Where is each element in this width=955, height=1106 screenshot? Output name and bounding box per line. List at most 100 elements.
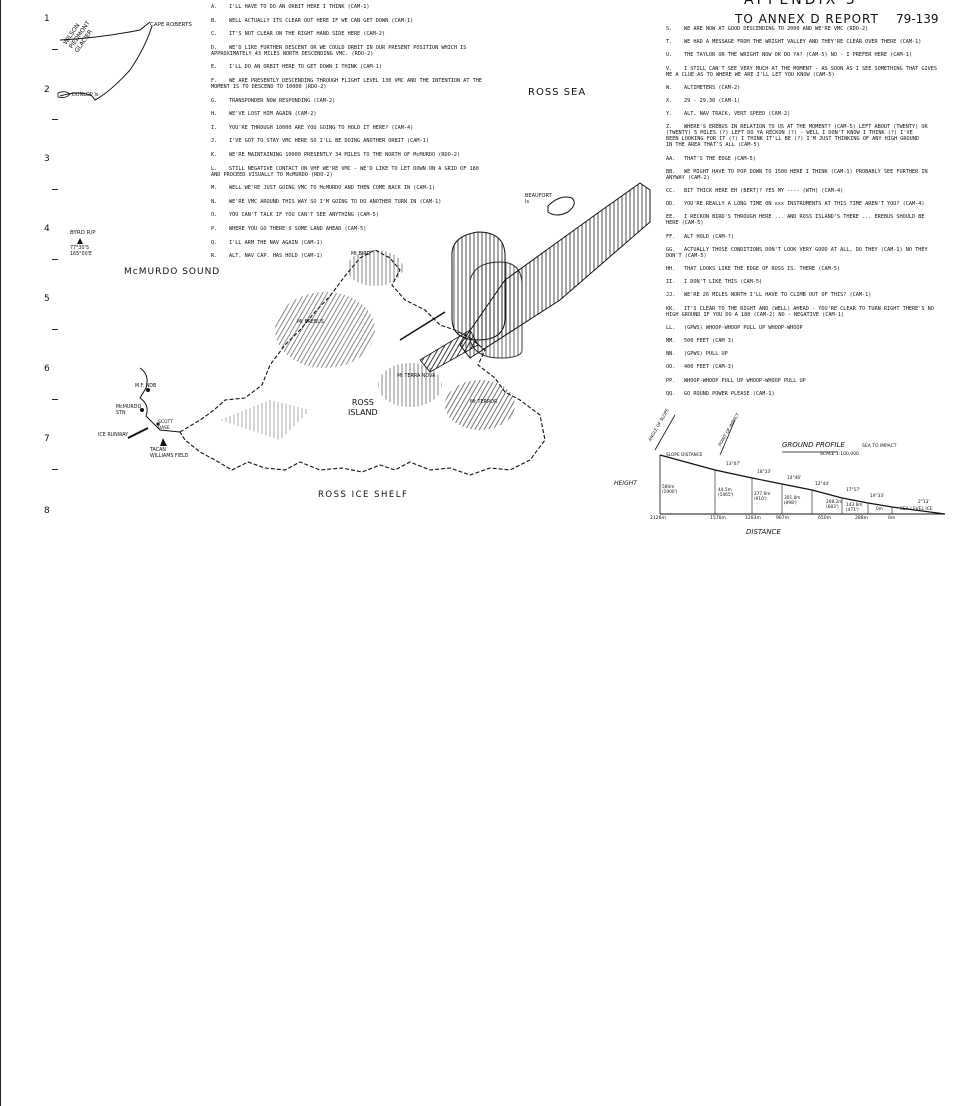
- transcript-text: WE MIGHT HAVE TO POP DOWN TO 1500 HERE I…: [666, 168, 928, 181]
- grid-number: 1: [44, 14, 50, 24]
- transcript-key: DD.: [666, 201, 676, 208]
- grid-number: 2: [44, 85, 50, 95]
- transcript-key: BB.: [666, 168, 676, 175]
- transcript-line: W.ALTIMETERS (CAM-2): [666, 85, 740, 91]
- terra-nova-hatching: [378, 363, 442, 407]
- profile-scale: SCALE 1:100,000: [820, 452, 859, 457]
- transcript-key: P.: [211, 226, 218, 232]
- transcript-key: J.: [211, 138, 218, 145]
- transcript-text: YOU CAN'T TALK IF YOU CAN'T SEE ANYTHING…: [229, 212, 379, 219]
- grid-tick: [52, 469, 58, 470]
- transcript-line: PP.WHOOP-WHOOP PULL UP WHOOP-WHOOP PULL …: [666, 378, 806, 384]
- transcript-line: EE.I RECKON BIRD'S THROUGH HERE ... AND …: [666, 214, 924, 226]
- transcript-key: V.: [666, 65, 673, 72]
- transcript-text: YOU'RE THROUGH 10000 ARE YOU GOING TO HO…: [229, 124, 414, 131]
- transcript-key: I.: [211, 124, 218, 131]
- label-mt-erebus: Mt EREBUS: [297, 320, 324, 325]
- transcript-key: G.: [211, 97, 218, 104]
- transcript-key: EE.: [666, 214, 676, 221]
- transcript-line: AA.THAT'S THE EDGE (CAM-5): [666, 156, 756, 162]
- transcript-line: V.I STILL CAN'T SEE VERY MUCH AT THE MOM…: [666, 66, 937, 78]
- transcript-key: FF.: [666, 233, 676, 240]
- transcript-text: WE'RE VMC AROUND THIS WAY SO I'M GOING T…: [229, 198, 442, 205]
- transcript-line: H.WE'VE LOST HIM AGAIN (CAM-2): [211, 111, 316, 117]
- transcript-key: X.: [666, 98, 673, 104]
- transcript-text: STILL NEGATIVE CONTACT ON VHF WE'RE VMC …: [211, 165, 479, 178]
- label-beaufort: BEAUFORT Is: [525, 193, 552, 205]
- label-mcmurdo-stn: McMURDO STN: [116, 405, 142, 416]
- profile-sea-level: SEA LEVEL ICE: [900, 507, 933, 512]
- transcript-text: WE'D LIKE FURTHER DESCENT OR WE COULD OR…: [211, 44, 467, 57]
- profile-slope-angle: 13°07': [726, 462, 741, 467]
- transcript-key: L.: [211, 165, 218, 172]
- transcript-text: WE ARE NOW AT GOOD DESCENDING TO 2000 AN…: [684, 26, 869, 32]
- dunlop-island: [57, 91, 71, 98]
- transcript-text: I DON'T LIKE THIS (CAM-5): [684, 279, 763, 286]
- transcript-line: MM. 500 FEET (CAM 3): [666, 338, 734, 344]
- transcript-text: IT'S CLEAR TO THE RIGHT AND (WELL) AHEAD…: [666, 305, 934, 318]
- transcript-key: Q.: [211, 239, 218, 246]
- transcript-line: E.I'LL DO AN ORBIT HERE TO GET DOWN I TH…: [211, 64, 382, 70]
- profile-angle-arrow: [654, 414, 676, 451]
- profile-height: 208.2m (683'): [826, 500, 843, 510]
- appendix-title: APPENDIX 3: [744, 0, 858, 8]
- profile-subtitle: SEA TO IMPACT: [862, 444, 897, 449]
- profile-slope-angle: 2°13': [918, 500, 930, 505]
- transcript-text: WE'VE LOST HIM AGAIN (CAM-2): [229, 111, 317, 118]
- mf-ndb-marker: [146, 388, 150, 392]
- transcript-text: THAT LOOKS LIKE THE EDGE OF ROSS IS. THE…: [684, 266, 841, 272]
- terror-hatching: [445, 380, 515, 430]
- profile-distance: 288m: [855, 516, 868, 521]
- transcript-key: A.: [211, 4, 218, 10]
- label-ross-sea: ROSS SEA: [528, 87, 587, 98]
- transcript-key: PP.: [666, 377, 676, 384]
- transcript-text: YOU'RE REALLY A LONG TIME ON xxx INSTRUM…: [684, 201, 925, 208]
- transcript-line: I. YOU'RE THROUGH 10000 ARE YOU GOING TO …: [211, 125, 413, 131]
- transcript-line: N. WE'RE VMC AROUND THIS WAY SO I'M GOING…: [211, 199, 441, 205]
- transcript-line: NN.(GPWS) PULL UP: [666, 351, 728, 357]
- grid-tick: [52, 329, 58, 330]
- grid-number: 3: [44, 154, 50, 164]
- profile-slope-angle: 18°33': [757, 470, 772, 475]
- scott-base-marker: [156, 422, 160, 426]
- map-drawing: [57, 21, 946, 515]
- transcript-text: I STILL CAN'T SEE VERY MUCH AT THE MOMEN…: [666, 65, 937, 78]
- transcript-key: MM.: [666, 338, 676, 344]
- transcript-key: Z.: [666, 124, 673, 131]
- grid-tick: [52, 49, 58, 50]
- coastline-mcmurdo: [139, 367, 181, 433]
- ice-runway-line: [127, 427, 149, 439]
- profile-distance: 0m: [888, 516, 896, 521]
- label-ice-runway: ICE RUNWAY: [98, 433, 129, 438]
- transcript-line: C.IT'S NOT CLEAR ON THE RIGHT HAND SIDE …: [211, 31, 385, 37]
- transcript-line: LL.(GPWS) WHOOP-WHOOP PULL UP WHOOP-WHOO…: [666, 325, 803, 331]
- transcript-text: WE HAD A MESSAGE FROM THE WRIGHT VALLEY …: [684, 39, 922, 46]
- transcript-line: II.I DON'T LIKE THIS (CAM-5): [666, 279, 762, 285]
- transcript-key: K.: [211, 152, 218, 158]
- transcript-text: GO ROUND POWER PLEASE (CAM-1): [684, 390, 775, 397]
- transcript-text: 500 FEET (CAM 3): [684, 338, 734, 344]
- profile-impact-arrow: [719, 419, 736, 456]
- transcript-line: JJ.WE'RE 26 MILES NORTH I'LL HAVE TO CLI…: [666, 292, 871, 298]
- flight-descent-track: [419, 329, 479, 373]
- transcript-key: T.: [666, 39, 673, 46]
- transcript-line: R.ALT. NAV CAP. HAS HOLD (CAM-1): [211, 253, 323, 259]
- grid-tick: [52, 399, 58, 400]
- transcript-key: N.: [211, 198, 218, 205]
- transcript-line: D.WE'D LIKE FURTHER DESCENT OR WE COULD …: [211, 45, 466, 57]
- mcmurdo-marker: [140, 408, 144, 412]
- transcript-text: WE'RE MAINTAINING 10000 PRESENTLY 34 MIL…: [229, 152, 461, 158]
- profile-distance: 967m: [776, 516, 789, 521]
- transcript-text: WHERE YOU GO THERE'S SOME LAND AHEAD (CA…: [229, 226, 367, 232]
- transcript-key: NN.: [666, 351, 676, 358]
- transcript-text: BIT THICK HERE EH (BERT)? YES MY ---- (W…: [684, 188, 844, 194]
- transcript-key: OO.: [666, 364, 676, 371]
- transcript-line: M.WELL WE'RE JUST GOING VMC TO McMURDO A…: [211, 185, 435, 191]
- transcript-text: I'VE GOT TO STAY VMC HERE SO I'LL BE DOI…: [229, 138, 429, 145]
- transcript-key: AA.: [666, 155, 676, 162]
- transcript-line: FF.ALT HOLD (CAM-?): [666, 234, 734, 240]
- transcript-line: L.STILL NEGATIVE CONTACT ON VHF WE'RE VM…: [211, 166, 479, 178]
- label-dunlop: DUNLOP Is: [72, 92, 99, 98]
- profile-height: 143.6m (471'): [846, 503, 863, 513]
- transcript-text: ALTIMETERS (CAM-2): [684, 84, 741, 91]
